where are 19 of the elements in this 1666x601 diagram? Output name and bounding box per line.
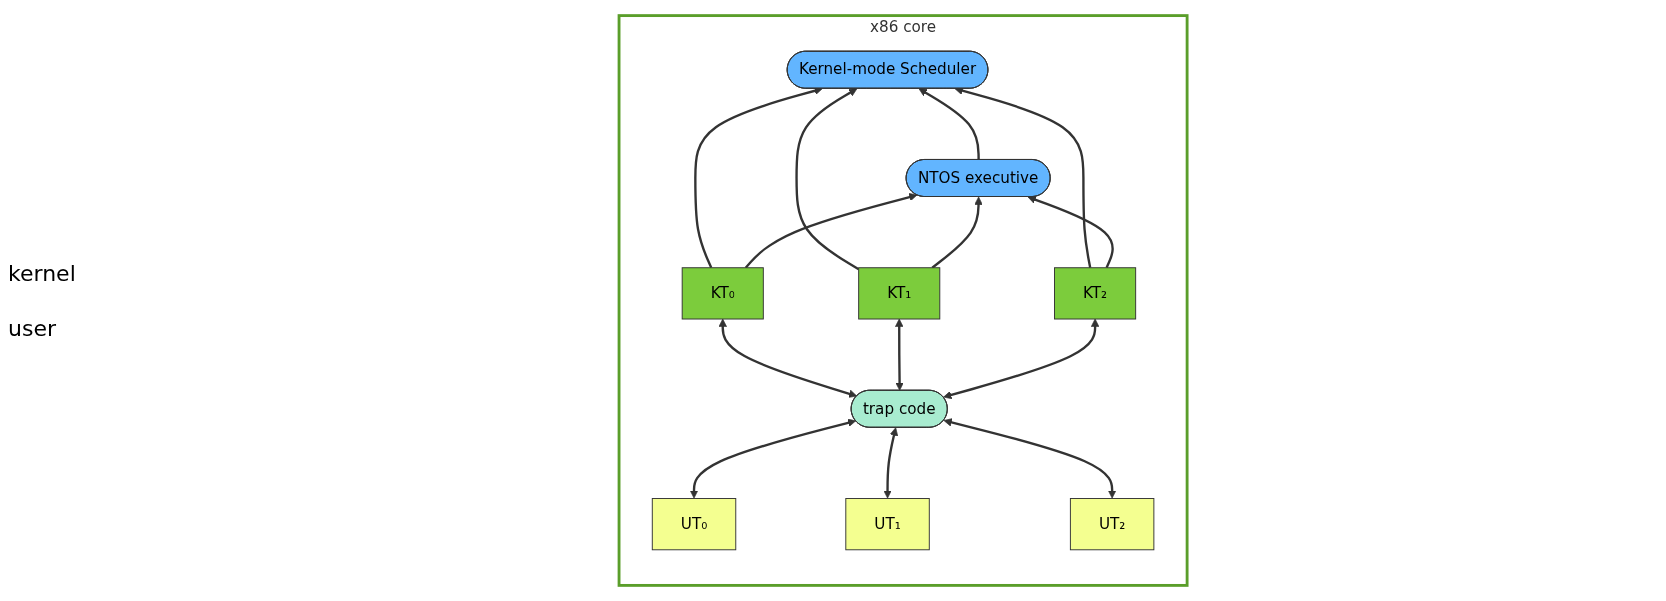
- arrow: [918, 88, 980, 160]
- arrow: [744, 193, 918, 269]
- arrow: [943, 418, 1117, 499]
- arrow: [931, 196, 983, 269]
- arrow: [894, 318, 904, 391]
- arrow: [1027, 195, 1114, 269]
- region-label: kernel: [8, 260, 77, 286]
- region-label: user: [8, 315, 57, 341]
- arrow: [883, 427, 898, 499]
- node-box: KT₂: [1053, 267, 1137, 320]
- arrow: [795, 88, 860, 271]
- arrow: [718, 318, 857, 398]
- node-box: UT₁: [845, 498, 930, 551]
- arrow: [943, 318, 1100, 400]
- node-box: KT₀: [681, 267, 764, 320]
- node-box: UT₂: [1069, 498, 1155, 551]
- node-box: UT₀: [651, 498, 737, 551]
- node-box: KT₁: [858, 267, 941, 320]
- arrow: [689, 418, 856, 499]
